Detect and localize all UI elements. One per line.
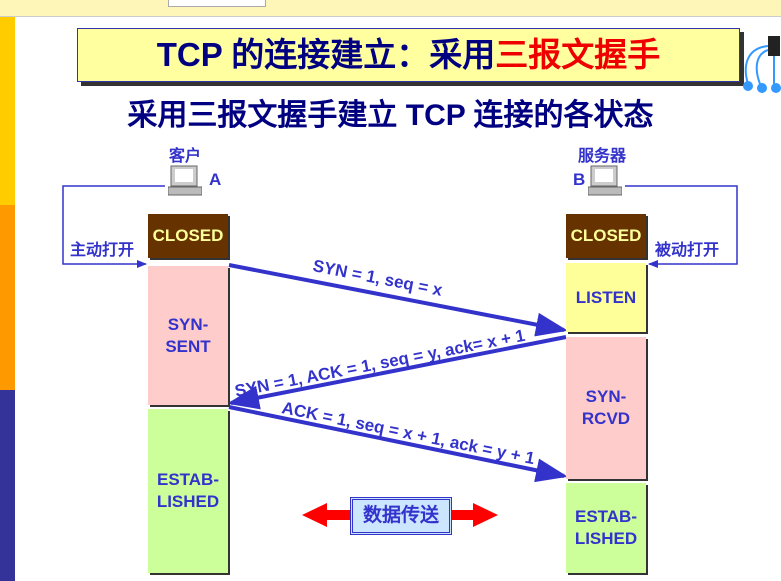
client-id: A <box>209 170 222 189</box>
side-bar-orange <box>0 205 15 390</box>
title-main: TCP 的连接建立：采用 <box>156 36 496 73</box>
slide-subtitle: 采用三报文握手建立 TCP 连接的各状态 <box>127 99 654 132</box>
side-bar-blue <box>0 390 15 581</box>
ack-arrow <box>228 405 568 483</box>
server-label: 服务器 <box>578 148 627 165</box>
synack-arrow <box>227 335 567 410</box>
active-open-label: 主动打开 <box>70 242 135 259</box>
client-state-established: ESTAB- LISHED <box>148 409 228 573</box>
client-label: 客户 <box>169 148 202 165</box>
computer-icon <box>168 165 202 196</box>
side-bar-yellow <box>0 17 15 205</box>
server-state-syn-rcvd: SYN- RCVD <box>566 337 646 479</box>
server-state-closed: CLOSED <box>566 214 646 258</box>
title-highlight: 三报文握手 <box>495 36 661 73</box>
network-icon <box>738 34 781 96</box>
server-open-loop <box>625 185 738 268</box>
client-state-closed: CLOSED <box>148 214 228 258</box>
computer-icon <box>588 165 622 196</box>
slide-title: TCP 的连接建立：采用三报文握手 <box>77 28 740 82</box>
client-open-loop <box>62 185 165 268</box>
server-state-established: ESTAB- LISHED <box>566 483 646 573</box>
server-id: B <box>573 170 586 189</box>
syn-arrow <box>228 263 568 337</box>
client-state-syn-sent: SYN- SENT <box>148 266 228 405</box>
toolbar-field[interactable] <box>168 0 266 7</box>
server-state-listen: LISTEN <box>566 263 646 332</box>
data-transfer-label: 数据传送 <box>350 497 452 535</box>
passive-open-label: 被动打开 <box>655 242 720 259</box>
